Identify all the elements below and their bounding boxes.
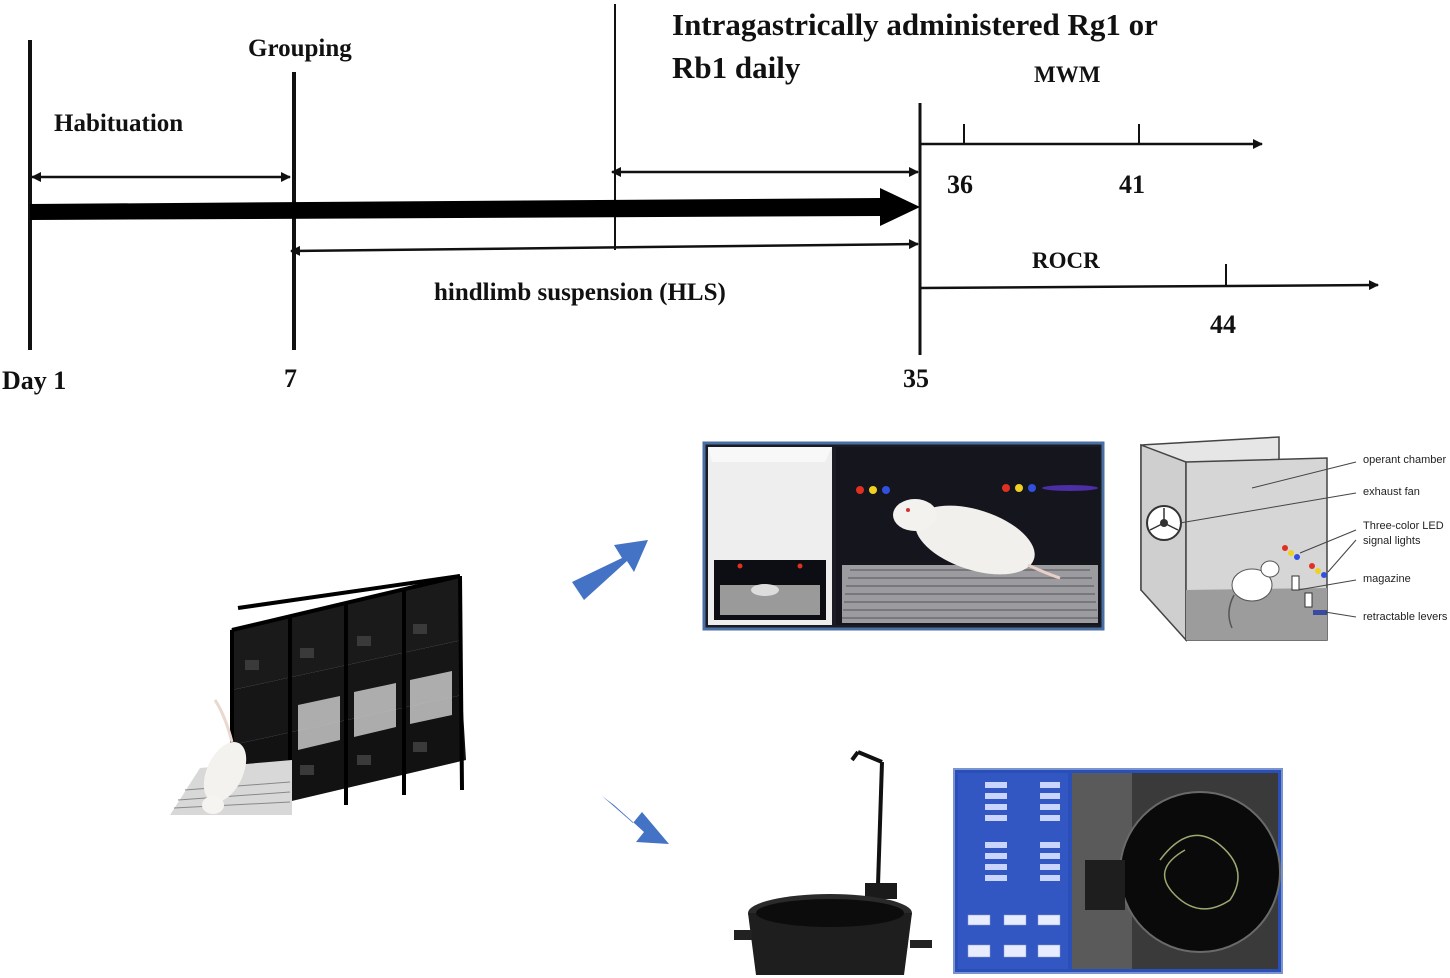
label-retractable-levers: retractable levers bbox=[1363, 611, 1448, 623]
day1-label: Day 1 bbox=[2, 366, 66, 395]
led-red-right bbox=[1002, 484, 1010, 492]
grouping-label: Grouping bbox=[248, 35, 352, 62]
label-magazine: magazine bbox=[1363, 573, 1411, 585]
main-timeline-arrow bbox=[30, 188, 920, 226]
day41-label: 41 bbox=[1119, 170, 1145, 199]
camera-icon bbox=[865, 883, 897, 899]
mwm-pool-photo bbox=[734, 750, 932, 975]
day35-label: 35 bbox=[903, 364, 929, 393]
label-signal-lights-line2: signal lights bbox=[1363, 535, 1421, 547]
rocr-arrow bbox=[919, 280, 1379, 291]
operant-chamber-photo bbox=[702, 441, 1105, 631]
swim-track bbox=[1159, 834, 1239, 910]
operant-rack-photo bbox=[170, 574, 466, 815]
led-yellow-right bbox=[1015, 484, 1023, 492]
day7-label: 7 bbox=[284, 364, 297, 393]
label-signal-lights-line1: Three-color LED bbox=[1363, 520, 1444, 532]
rocr-label: ROCR bbox=[1032, 248, 1100, 273]
led-blue-left bbox=[882, 486, 890, 494]
operant-chamber-diagram: operant chamber exhaust fan Three-color … bbox=[1140, 436, 1448, 642]
mwm-software-screenshot bbox=[953, 768, 1283, 974]
label-exhaust-fan: exhaust fan bbox=[1363, 486, 1420, 498]
pool-view bbox=[1119, 791, 1281, 953]
mwm-label: MWM bbox=[1034, 62, 1101, 87]
hls-arrow bbox=[290, 239, 919, 256]
hls-label: hindlimb suspension (HLS) bbox=[434, 279, 726, 306]
treatment-label-line2: Rb1 daily bbox=[672, 50, 801, 85]
arrow-to-operant-icon bbox=[572, 540, 648, 600]
led-yellow-left bbox=[869, 486, 877, 494]
arrow-to-mwm-icon bbox=[602, 796, 669, 844]
rat-image bbox=[203, 742, 247, 802]
rat-in-chamber bbox=[915, 505, 1035, 575]
treatment-label-line1: Intragastrically administered Rg1 or bbox=[672, 7, 1158, 42]
day36-label: 36 bbox=[947, 170, 973, 199]
timeline: Habituation Grouping Intragastrically ad… bbox=[2, 4, 1379, 395]
led-red-left bbox=[856, 486, 864, 494]
day44-label: 44 bbox=[1210, 310, 1236, 339]
led-blue-right bbox=[1028, 484, 1036, 492]
label-operant-chamber: operant chamber bbox=[1363, 454, 1446, 466]
habituation-label: Habituation bbox=[54, 110, 183, 137]
